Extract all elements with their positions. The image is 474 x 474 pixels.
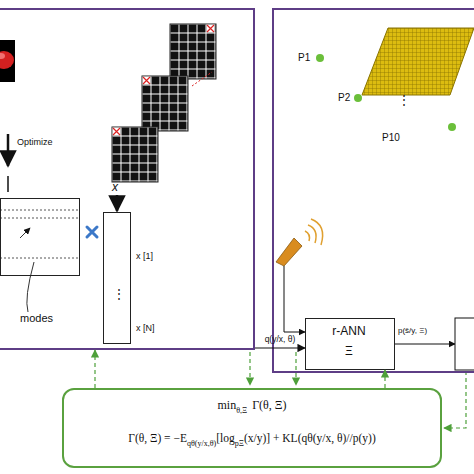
feedback-arrow xyxy=(384,370,385,388)
feedback-arrow xyxy=(94,350,95,388)
mask-mark xyxy=(143,77,150,84)
mode-row xyxy=(0,210,80,211)
masked-cell xyxy=(207,25,215,33)
mask-mark xyxy=(113,128,120,135)
feed-line xyxy=(284,266,305,332)
optimize-stem xyxy=(7,176,9,192)
mode-matrix: modes xyxy=(0,198,80,276)
mode-row xyxy=(0,258,80,259)
formula-text: Γ(θ, Ξ) = −E xyxy=(128,432,187,444)
output-arrow xyxy=(395,344,455,345)
formula-subscript: pΞ xyxy=(235,439,244,448)
probe-dot xyxy=(316,54,324,62)
probe-label: P10 xyxy=(382,132,400,143)
signal-label: q(y/x, θ) xyxy=(265,335,296,344)
formula-text: min xyxy=(217,398,236,412)
signal-arrow xyxy=(255,347,305,348)
formula-subscript: qθ(y/x,θ) xyxy=(187,439,216,448)
mode-pointer xyxy=(20,228,30,238)
vector-name: x xyxy=(112,181,118,194)
feedback-arrow xyxy=(444,371,466,428)
formula-text: Γ(θ, Ξ) xyxy=(252,398,286,412)
formula-text: (x/y)] + KL(qθ(y/x, θ)//p(y)) xyxy=(244,432,376,444)
formula-line: Γ(θ, Ξ) = −Eqθ(y/x,θ)[logpΞ(x/y)] + KL(q… xyxy=(64,432,440,444)
pattern-grid xyxy=(112,127,158,182)
pattern-grid xyxy=(142,76,188,131)
pattern-grid xyxy=(170,24,216,79)
feedback-arrow xyxy=(249,352,250,385)
formula-text: [log xyxy=(216,432,235,444)
step-label: Optimize xyxy=(17,138,53,148)
probe-dot xyxy=(354,94,362,102)
network-name: r-ANN xyxy=(305,325,393,338)
encoder-panel: modesx [1]⋮x [N]Optimizex xyxy=(0,8,255,350)
probe-label: P1 xyxy=(298,52,310,63)
leader-line xyxy=(27,262,34,312)
input-object xyxy=(0,51,14,69)
multiply-symbol xyxy=(87,227,97,237)
network-param: Ξ xyxy=(305,345,393,358)
decoder-box xyxy=(455,318,474,370)
formula-line: minθ,Ξ Γ(θ, Ξ) xyxy=(64,398,440,413)
pattern-arrow xyxy=(116,195,119,211)
masked-cell xyxy=(143,77,151,85)
feedback-arrow xyxy=(295,352,296,385)
probe-dot xyxy=(448,123,456,131)
loss-box: minθ,Ξ Γ(θ, Ξ) Γ(θ, Ξ) = −Eqθ(y/x,θ)[logpΞ… xyxy=(62,388,442,468)
formula-subscript: θ,Ξ xyxy=(236,406,247,415)
signal-label: p(ŝ/y, Ξ) xyxy=(398,327,427,336)
vector-entry: x [1] xyxy=(136,252,153,262)
metasurface-mesh xyxy=(362,28,474,95)
metasurface xyxy=(362,28,474,95)
ellipsis: ⋮ xyxy=(113,288,125,301)
stack-dash xyxy=(192,72,212,86)
horn-antenna xyxy=(276,238,302,266)
pattern-cells xyxy=(112,127,158,182)
vector-entry: x [N] xyxy=(136,324,155,334)
mode-row xyxy=(0,218,80,219)
pattern-cells xyxy=(170,24,216,79)
matrix-label: modes xyxy=(20,312,53,324)
network-box: r-ANN Ξ xyxy=(305,318,395,370)
pattern-cells xyxy=(142,76,188,131)
ellipsis: ⋮ xyxy=(398,94,410,107)
input-highlight xyxy=(0,53,5,59)
channel-panel: r-ANN Ξ P1P2 ⋮ P10 xyxy=(272,8,474,373)
vector-box: x [1]⋮x [N] xyxy=(103,212,131,344)
optimize-arrow xyxy=(7,134,10,166)
wave-symbol xyxy=(305,219,323,245)
probe-label: P2 xyxy=(338,92,350,103)
masked-cell xyxy=(113,128,121,136)
mask-mark xyxy=(207,25,214,32)
